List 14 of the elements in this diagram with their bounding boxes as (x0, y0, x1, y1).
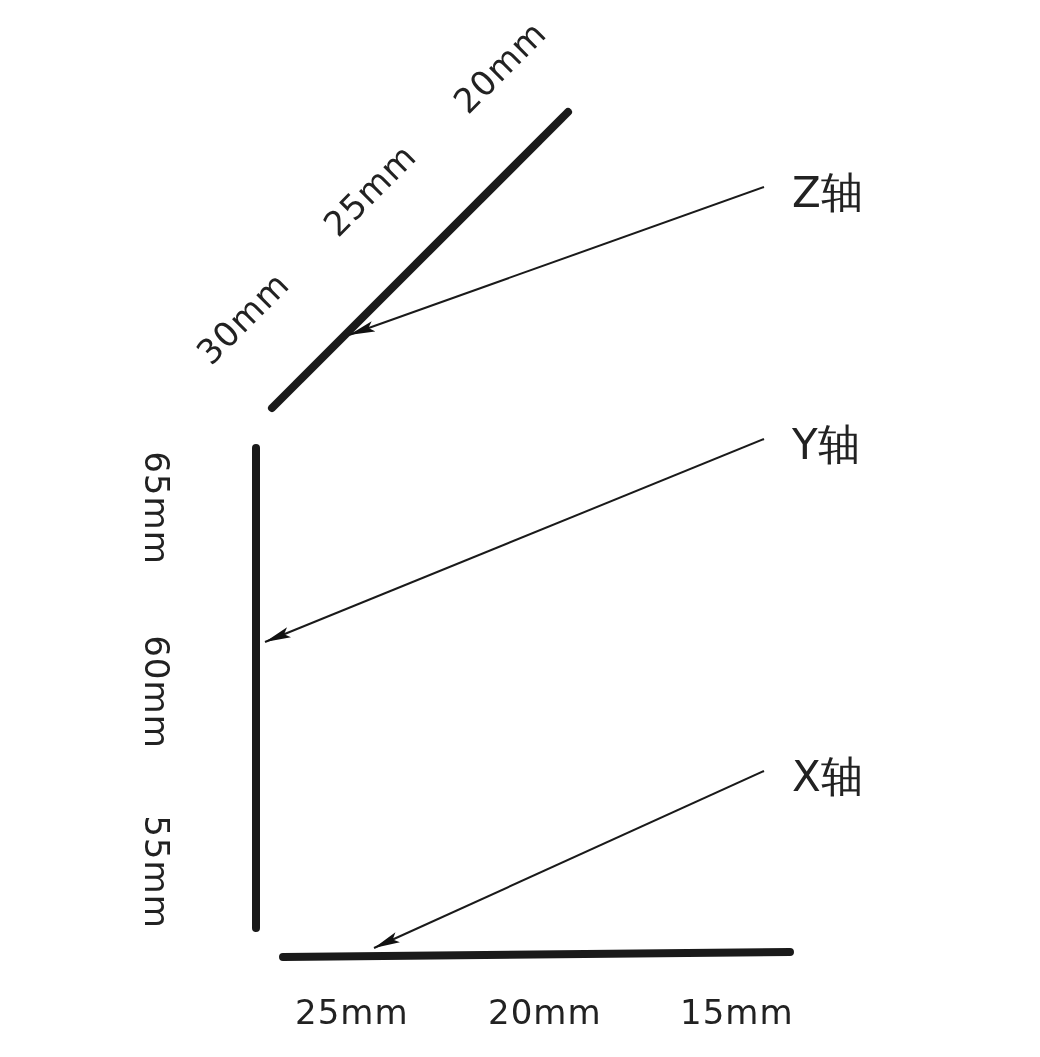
leader-arrow (348, 186, 765, 336)
dimension-label: 20mm (488, 995, 602, 1029)
axis-bar (279, 948, 794, 961)
dimension-label: 65mm (139, 451, 174, 565)
dimension-label: 15mm (680, 995, 794, 1029)
axis-bar (252, 444, 260, 932)
axis-label: X轴 (792, 756, 863, 798)
leader-arrow (264, 438, 765, 643)
axis-label: Y轴 (792, 424, 860, 466)
axis-label: Z轴 (792, 172, 863, 214)
dimension-label: 55mm (139, 815, 174, 929)
leader-arrow (373, 770, 765, 949)
dimension-label: 25mm (295, 995, 409, 1029)
dimension-label: 60mm (139, 635, 174, 749)
